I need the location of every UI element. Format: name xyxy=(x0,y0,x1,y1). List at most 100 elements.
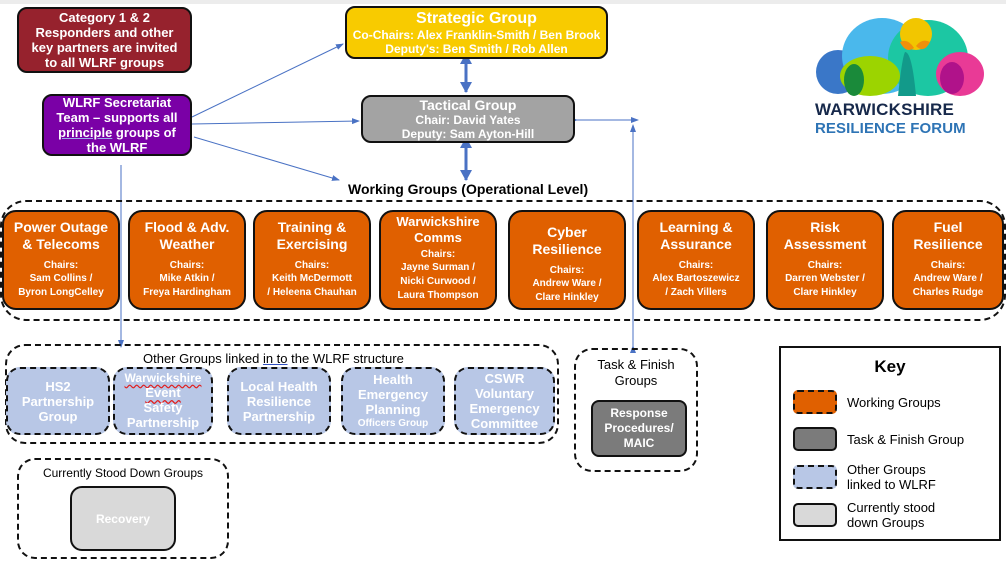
working-group-card[interactable]: Training &Exercising Chairs: Keith McDer… xyxy=(253,210,371,310)
chair-name: Andrew Ware / xyxy=(532,278,602,289)
working-group-name: Flood & Adv.Weather xyxy=(145,219,230,253)
card-line: Response xyxy=(610,406,668,420)
working-group-card[interactable]: Power Outage& Telecoms Chairs: Sam Colli… xyxy=(2,210,120,310)
other-group-line: Officers Group xyxy=(357,418,429,429)
chair-name: Alex Bartoszewicz xyxy=(652,273,740,284)
secretariat-line: principle groups of xyxy=(58,125,176,140)
other-group-line: Partnership xyxy=(126,415,200,430)
key-label-line: linked to WLRF xyxy=(847,477,936,492)
other-group-line: Resilience xyxy=(246,393,312,409)
key-label: Task & Finish Group xyxy=(847,431,965,447)
name-line: Risk xyxy=(810,219,840,235)
name-line: Power Outage xyxy=(13,219,109,235)
task-finish-title: Task & Finish Groups xyxy=(574,357,698,389)
strategic-group-title: Strategic Group xyxy=(416,9,537,27)
chair-name: Clare Hinkley xyxy=(535,292,599,303)
working-groups-frame xyxy=(0,200,1006,321)
chair-name: Clare Hinkley xyxy=(793,287,857,298)
other-group-card[interactable]: Health Emergency Planning Officers Group xyxy=(341,367,445,435)
stood-down-card[interactable]: Recovery xyxy=(70,486,176,551)
stood-swatch-icon xyxy=(793,503,837,527)
chair-name: Sam Collins / xyxy=(29,273,93,284)
stood-down-title: Currently Stood Down Groups xyxy=(42,466,204,480)
name-line: Resilience xyxy=(913,236,983,252)
working-group-card[interactable]: Flood & Adv.Weather Chairs: Mike Atkin /… xyxy=(128,210,246,310)
other-swatch-icon xyxy=(793,465,837,489)
other-group-line: Warwickshire xyxy=(124,371,202,385)
title-line: Groups xyxy=(614,373,658,388)
top-edge xyxy=(0,0,1006,4)
name-line: Warwickshire xyxy=(396,214,480,229)
other-group-line: Group xyxy=(38,408,78,424)
other-group-line: Emergency xyxy=(469,401,540,416)
chair-name: Byron LongCelley xyxy=(18,287,104,298)
logo-line-2: RESILIENCE FORUM xyxy=(815,120,966,137)
other-group-card[interactable]: Local Health Resilience Partnership xyxy=(227,367,331,435)
other-group-line: Health xyxy=(373,372,413,387)
other-group-line: Local Health xyxy=(240,378,318,394)
name-line: Cyber xyxy=(547,224,587,240)
chairs-label: Chairs: xyxy=(420,249,456,260)
task-finish-card[interactable]: Response Procedures/ MAIC xyxy=(591,400,687,457)
working-group-name: Learning &Assurance xyxy=(659,219,732,253)
category-line: Category 1 & 2 xyxy=(58,10,151,25)
other-group-line: Voluntary xyxy=(475,386,534,401)
chair-name: Charles Rudge xyxy=(912,287,984,298)
name-line: Assurance xyxy=(660,236,732,252)
name-line: Weather xyxy=(159,236,215,252)
tactical-group-box: Tactical Group Chair: David Yates Deputy… xyxy=(361,95,575,143)
key-item-working: Working Groups xyxy=(793,390,941,414)
stood-down-frame xyxy=(17,458,229,559)
other-group-line: Planning xyxy=(365,402,421,417)
name-line: Comms xyxy=(414,230,462,245)
name-line: Assessment xyxy=(783,236,867,252)
key-label-line: down Groups xyxy=(847,515,925,530)
other-group-line: HS2 xyxy=(45,378,71,394)
chair-name: Freya Hardingham xyxy=(143,287,231,298)
strategic-group-chairs: Co-Chairs: Alex Franklin-Smith / Ben Bro… xyxy=(352,27,601,42)
title-part: Other Groups linked xyxy=(143,351,263,366)
chairs-label: Chairs: xyxy=(678,260,714,271)
name-line: Learning & xyxy=(659,219,733,235)
key-label: Working Groups xyxy=(847,394,941,410)
other-group-card[interactable]: CSWR Voluntary Emergency Committee xyxy=(454,367,555,435)
chair-name: / Heleena Chauhan xyxy=(267,287,357,298)
chairs-label: Chairs: xyxy=(549,265,585,276)
other-group-card[interactable]: Warwickshire Event Safety Partnership xyxy=(113,367,213,435)
name-line: Flood & Adv. xyxy=(144,219,230,235)
chairs-label: Chairs: xyxy=(169,260,205,271)
working-group-name: Power Outage& Telecoms xyxy=(14,219,108,253)
working-group-card[interactable]: Learning &Assurance Chairs: Alex Bartosz… xyxy=(637,210,755,310)
chair-name: Andrew Ware / xyxy=(913,273,983,284)
name-line: Exercising xyxy=(276,236,348,252)
other-group-line: Event xyxy=(145,385,181,400)
wrf-logo: WARWICKSHIRE RESILIENCE FORUM xyxy=(812,12,992,142)
other-group-line: Emergency xyxy=(357,387,429,402)
chairs-label: Chairs: xyxy=(294,260,330,271)
name-line: & Telecoms xyxy=(22,236,100,252)
title-underlined: in to xyxy=(262,351,288,366)
chair-name: Keith McDermott xyxy=(271,273,352,284)
other-group-card[interactable]: HS2 Partnership Group xyxy=(6,367,110,435)
secretariat-line: the WLRF xyxy=(86,140,148,155)
name-line: Resilience xyxy=(532,241,602,257)
strategic-group-deputies: Deputy's: Ben Smith / Rob Allen xyxy=(385,41,568,56)
name-line: Fuel xyxy=(933,219,963,235)
secretariat-box: WLRF Secretariat Team – supports all pri… xyxy=(42,94,192,156)
working-groups-title: Working Groups (Operational Level) xyxy=(348,181,589,197)
cloud-logo-icon xyxy=(812,18,992,100)
other-group-line: Partnership xyxy=(21,393,95,409)
legend-key: Key Working Groups Task & Finish Group O… xyxy=(779,346,1001,541)
secretariat-line: Team – supports all xyxy=(56,110,178,125)
chair-name: Darren Webster / xyxy=(785,273,865,284)
logo-line-1: WARWICKSHIRE xyxy=(815,100,955,119)
